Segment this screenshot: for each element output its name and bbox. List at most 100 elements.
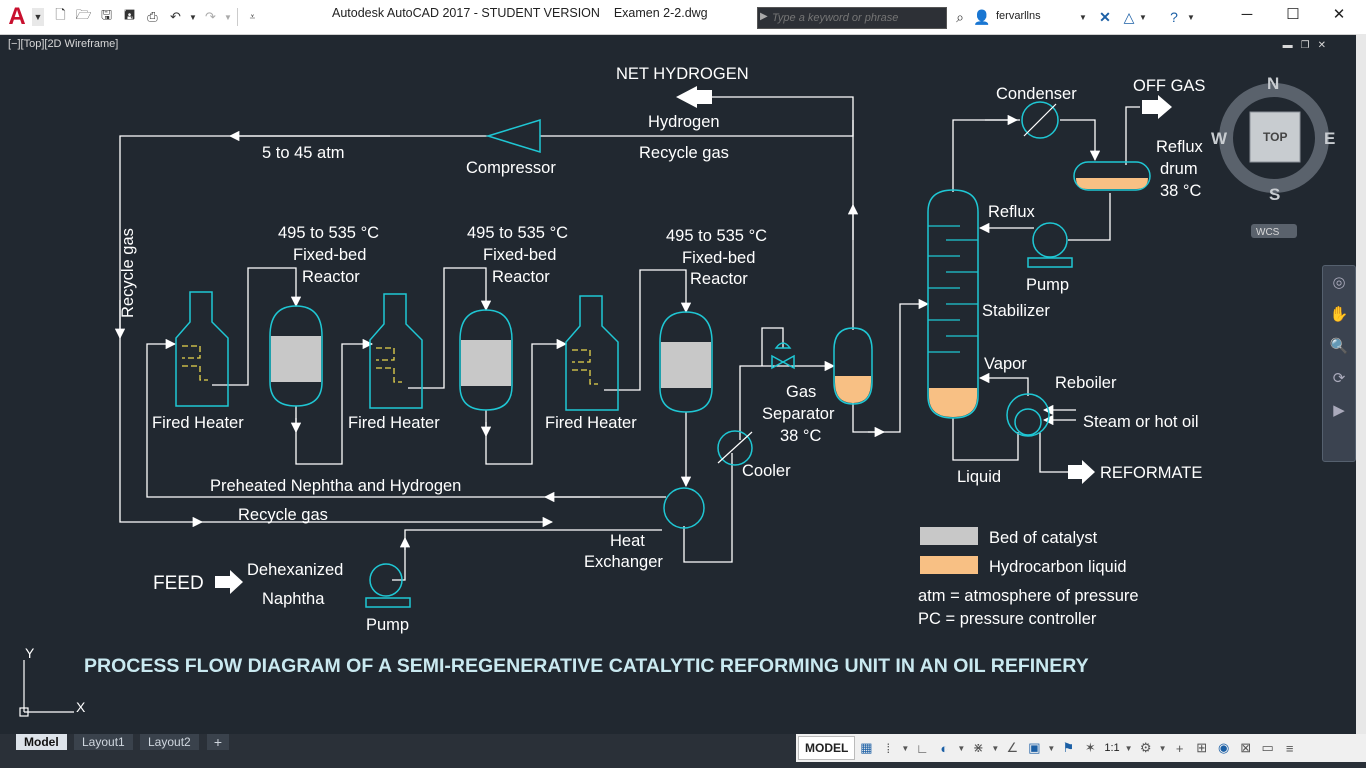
tab-layout1[interactable]: Layout1 bbox=[74, 734, 133, 750]
osnap-dropdown-icon[interactable]: ▼ bbox=[1047, 743, 1056, 753]
flow-lines bbox=[114, 96, 1140, 581]
workspace-dropdown-icon[interactable]: ▼ bbox=[1158, 743, 1167, 753]
viewport-minimize-icon[interactable]: ▬ bbox=[1282, 40, 1293, 51]
customize-toolbar-icon[interactable]: ⩡ bbox=[249, 11, 256, 23]
label-liquid: Liquid bbox=[957, 468, 1001, 486]
drawing-canvas[interactable]: NET HYDROGEN Hydrogen Recycle gas 5 to 4… bbox=[0, 34, 1366, 734]
isodraft-dropdown-icon[interactable]: ▼ bbox=[991, 743, 1000, 753]
label-hydrogen: Hydrogen bbox=[648, 113, 720, 131]
label-reflux: Reflux bbox=[988, 203, 1036, 221]
reactor-3-icon bbox=[659, 311, 713, 413]
object-snap-icon[interactable]: ▣ bbox=[1028, 740, 1041, 755]
maximize-icon[interactable]: ☐ bbox=[1286, 6, 1300, 23]
viewport-close-icon[interactable]: ✕ bbox=[1317, 40, 1326, 51]
isolate-objects-icon[interactable]: ◉ bbox=[1217, 740, 1230, 755]
label-vapor: Vapor bbox=[984, 355, 1027, 373]
orbit-icon[interactable]: ⟳ bbox=[1332, 370, 1346, 387]
units-icon[interactable]: ⊞ bbox=[1196, 740, 1208, 755]
viewcube[interactable]: TOP N S E W WCS bbox=[1211, 74, 1335, 238]
net-hydrogen-arrow bbox=[676, 86, 712, 108]
catalyst-beds bbox=[271, 336, 711, 388]
label-off-gas: OFF GAS bbox=[1133, 77, 1205, 95]
autocad-logo-icon[interactable]: A bbox=[8, 3, 26, 30]
user-icon[interactable]: 👤 bbox=[973, 8, 991, 25]
exchange-apps-icon[interactable]: ✕ bbox=[1099, 8, 1111, 25]
search-input[interactable] bbox=[770, 9, 946, 27]
cooler-icon bbox=[717, 430, 753, 466]
label-reflux-pump: Pump bbox=[1026, 276, 1069, 294]
print-icon[interactable]: ⎙ bbox=[147, 9, 158, 24]
reboiler-icon bbox=[1006, 393, 1050, 437]
reactor-2-icon bbox=[459, 309, 513, 411]
autodesk-360-icon[interactable]: △ bbox=[1123, 8, 1135, 25]
reformate-arrow bbox=[1068, 460, 1095, 484]
label-recycle-gas-bottom: Recycle gas bbox=[238, 506, 328, 524]
binoculars-icon[interactable]: ⌕ bbox=[956, 8, 964, 25]
label-condenser: Condenser bbox=[996, 85, 1077, 103]
undo-dropdown-icon[interactable]: ▼ bbox=[189, 12, 197, 22]
gas-separator-icon bbox=[833, 327, 873, 405]
workspace-gear-icon[interactable]: ⚙ bbox=[1139, 740, 1152, 755]
autoscale-icon[interactable]: ✶ bbox=[1084, 740, 1096, 755]
open-file-icon[interactable]: 🗁 bbox=[75, 7, 92, 22]
compass-west: W bbox=[1211, 129, 1228, 148]
save-icon[interactable]: 🖫 bbox=[100, 7, 113, 22]
ortho-icon[interactable]: ∟ bbox=[915, 740, 929, 756]
legend-hydrocarbon-label: Hydrocarbon liquid bbox=[989, 558, 1127, 576]
add-layout-icon[interactable]: + bbox=[207, 734, 229, 750]
label-dehexanized: Dehexanized bbox=[247, 561, 343, 579]
grid-icon[interactable]: ▦ bbox=[860, 740, 873, 755]
viewport-restore-icon[interactable]: ❐ bbox=[1300, 40, 1310, 51]
user-name[interactable]: fervarllns bbox=[996, 10, 1041, 22]
label-feed-pump: Pump bbox=[366, 616, 409, 634]
tab-model[interactable]: Model bbox=[16, 734, 67, 750]
new-file-icon[interactable]: 🗋 bbox=[55, 7, 66, 22]
compass-east: E bbox=[1324, 129, 1335, 148]
annotation-scale[interactable]: 1:1 bbox=[1104, 742, 1120, 754]
label-pressure: 5 to 45 atm bbox=[262, 144, 345, 162]
help-icon[interactable]: ? bbox=[1170, 9, 1178, 25]
search-box: ▶ bbox=[757, 7, 947, 29]
viewport-window-controls: ▬ ❐ ✕ bbox=[1283, 40, 1326, 51]
model-space-button[interactable]: MODEL bbox=[798, 736, 856, 760]
clean-screen-icon[interactable]: ▭ bbox=[1261, 740, 1274, 755]
snap-dropdown-icon[interactable]: ▼ bbox=[901, 743, 910, 753]
annotation-visibility-icon[interactable]: ⚑ bbox=[1062, 740, 1075, 755]
viewport-controls-label[interactable]: [−][Top][2D Wireframe] bbox=[8, 38, 119, 50]
app-menu-dropdown-icon[interactable]: ▼ bbox=[32, 8, 44, 26]
redo-dropdown-icon[interactable]: ▼ bbox=[224, 12, 232, 22]
hardware-acceleration-icon[interactable]: ⊠ bbox=[1240, 740, 1252, 755]
search-expand-icon[interactable]: ▶ bbox=[760, 11, 768, 22]
zoom-icon[interactable]: 🔍 bbox=[1329, 338, 1349, 355]
reflux-pump-icon bbox=[1032, 222, 1068, 258]
minimize-icon[interactable]: ─ bbox=[1241, 5, 1253, 23]
snap-icon[interactable]: ⁞ bbox=[886, 740, 891, 756]
save-as-icon[interactable]: 🖪 bbox=[123, 7, 136, 22]
a360-dropdown-icon[interactable]: ▼ bbox=[1139, 12, 1147, 22]
customization-icon[interactable]: ≡ bbox=[1285, 740, 1294, 756]
polar-tracking-icon[interactable]: ◐ bbox=[940, 740, 949, 756]
net-hydrogen-line bbox=[685, 96, 854, 330]
showmotion-icon[interactable]: ▶ bbox=[1333, 402, 1345, 419]
polar-dropdown-icon[interactable]: ▼ bbox=[957, 743, 966, 753]
heater-flames bbox=[182, 345, 598, 385]
pressure-control-valve-icon bbox=[771, 354, 795, 370]
fired-heater-2-icon bbox=[369, 293, 423, 409]
isodraft-icon[interactable]: ⋇ bbox=[972, 740, 984, 755]
wcs-label: WCS bbox=[1256, 227, 1280, 238]
tab-layout2[interactable]: Layout2 bbox=[140, 734, 199, 750]
redo-icon[interactable]: ↷ bbox=[205, 9, 216, 24]
close-icon[interactable]: ✕ bbox=[1332, 6, 1346, 23]
object-snap-tracking-icon[interactable]: ∠ bbox=[1006, 740, 1019, 755]
pan-icon[interactable]: ✋ bbox=[1329, 306, 1349, 323]
label-gas-separator-1: Gas bbox=[786, 383, 816, 401]
undo-icon[interactable]: ↶ bbox=[170, 9, 181, 24]
user-dropdown-icon[interactable]: ▼ bbox=[1079, 12, 1087, 22]
equipment bbox=[175, 101, 1151, 608]
steering-wheel-icon[interactable]: ◎ bbox=[1332, 274, 1346, 291]
vertical-scrollbar[interactable] bbox=[1356, 34, 1366, 734]
feed-arrow bbox=[215, 570, 243, 594]
annotation-monitor-icon[interactable]: + bbox=[1175, 740, 1184, 756]
help-dropdown-icon[interactable]: ▼ bbox=[1187, 12, 1195, 22]
scale-dropdown-icon[interactable]: ▼ bbox=[1124, 743, 1133, 753]
